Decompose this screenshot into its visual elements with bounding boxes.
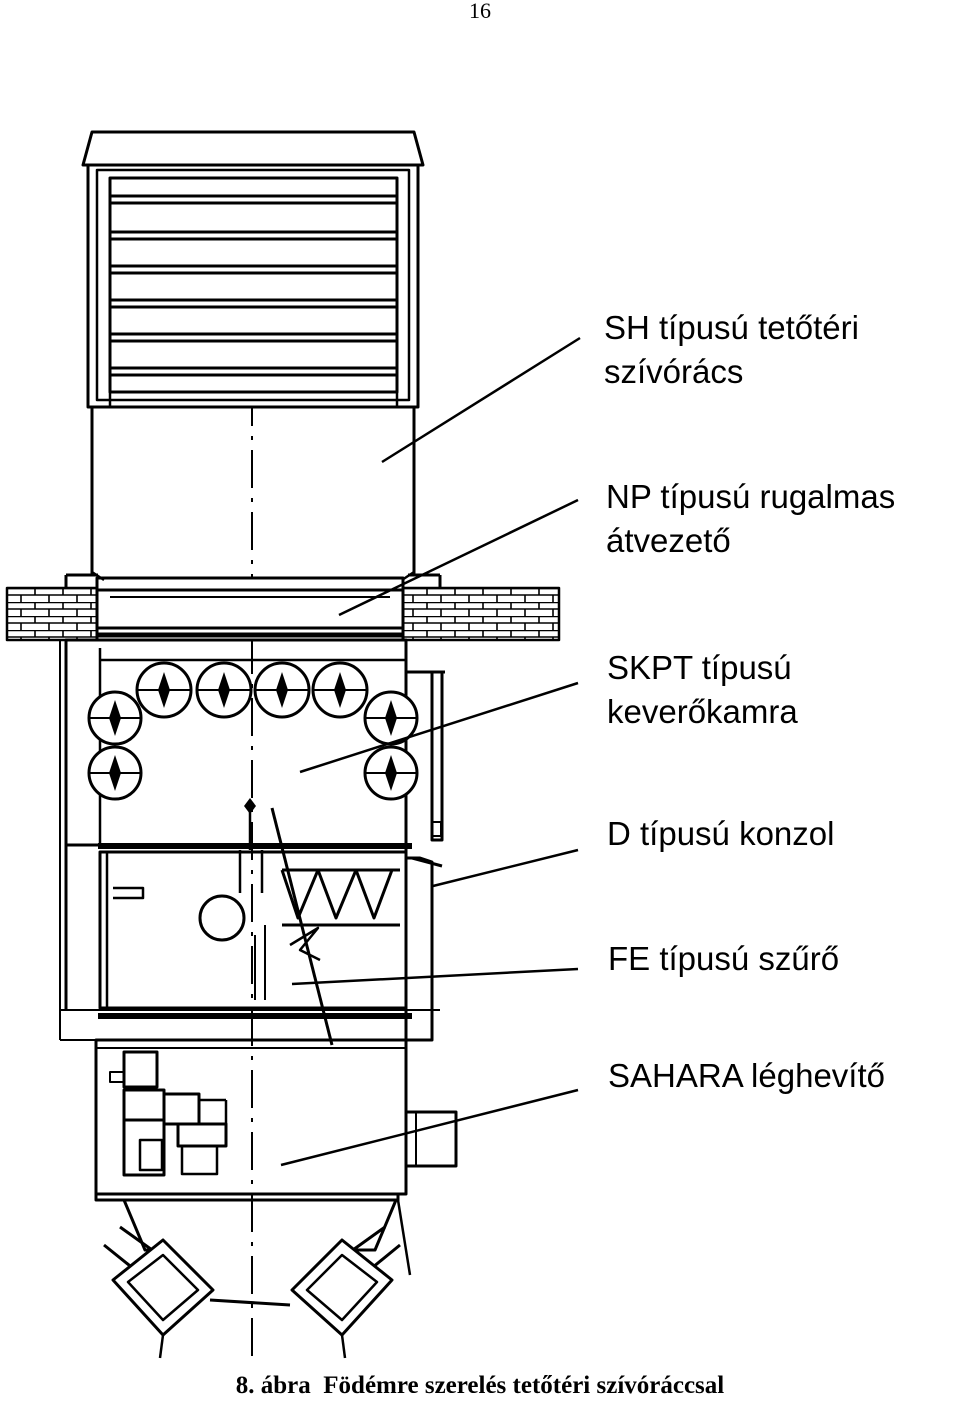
callout-text: SH típusú tetőtéri <box>604 309 859 346</box>
callout-np-flexible-passage: NP típusú rugalmas átvezető <box>606 475 895 563</box>
page-number: 16 <box>469 0 491 23</box>
outlet-diffuser <box>94 1194 412 1359</box>
leader-line-skpt <box>299 681 579 774</box>
figure-caption: 8. ábra Födémre szerelés tetőtéri szívór… <box>235 1372 725 1399</box>
leader-line-sh <box>381 336 581 464</box>
leader-line-np <box>338 498 579 617</box>
callout-text: SKPT típusú <box>607 649 792 686</box>
sh-roof-grille <box>81 130 425 409</box>
sahara-heater <box>94 1038 458 1196</box>
upper-duct <box>90 407 416 575</box>
callout-text: FE típusú szűrő <box>608 940 840 977</box>
callout-sh-roof-grille: SH típusú tetőtéri szívórács <box>604 306 859 394</box>
skpt-mixing-chamber <box>59 638 419 1046</box>
leader-line-d <box>432 848 579 888</box>
callout-text: átvezető <box>606 522 731 559</box>
leader-line-fe <box>291 967 579 986</box>
d-bracket <box>406 670 445 1042</box>
callout-skpt-mixing-chamber: SKPT típusú keverőkamra <box>607 646 798 734</box>
np-flexible-passage <box>91 570 415 642</box>
callout-text: keverőkamra <box>607 693 798 730</box>
callout-text: NP típusú rugalmas <box>606 478 896 515</box>
leader-line-sahara <box>280 1088 579 1167</box>
callout-sahara-heater: SAHARA léghevítő <box>608 1054 885 1098</box>
fe-filter-section <box>59 843 440 1041</box>
callout-text: szívórács <box>604 353 744 390</box>
callout-text: SAHARA léghevítő <box>608 1057 885 1094</box>
leader-lines <box>280 336 581 1167</box>
callout-fe-filter: FE típusú szűrő <box>608 937 839 981</box>
callout-text: D típusú konzol <box>607 815 835 852</box>
callout-d-bracket: D típusú konzol <box>607 812 834 856</box>
